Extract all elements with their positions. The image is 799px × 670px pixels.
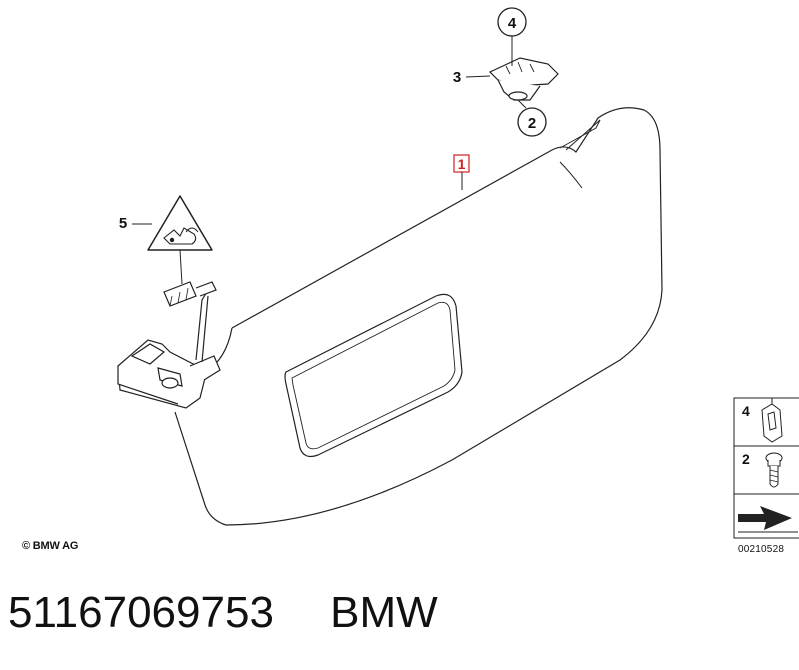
visor-hinge-mount: [117, 289, 221, 409]
callout-2: 2: [517, 99, 547, 137]
copyright-text: © BMW AG: [22, 540, 79, 552]
callout-1: 1: [453, 154, 470, 190]
diagram-id: 00210528: [738, 544, 785, 555]
callout-5-label: 5: [119, 215, 127, 232]
clip-icon: [761, 398, 783, 443]
sun-visor: [174, 107, 663, 526]
warning-triangle-icon: [147, 195, 213, 285]
brand-name: BMW: [330, 588, 438, 637]
cable-connector: [163, 281, 217, 307]
screw-icon: [765, 452, 783, 488]
callout-4-label: 4: [508, 15, 517, 32]
callout-1-label: 1: [458, 156, 466, 172]
legend-item-2-label: 2: [742, 451, 750, 467]
callout-5: 5: [119, 215, 152, 232]
callout-3-label: 3: [453, 69, 461, 86]
parts-legend: 4 2: [733, 397, 799, 539]
legend-item-4-label: 4: [742, 403, 750, 419]
callout-2-label: 2: [528, 115, 536, 132]
visor-bracket: [488, 57, 559, 101]
part-number: 51167069753: [8, 588, 274, 637]
footer: 51167069753 BMW: [8, 585, 438, 641]
callout-4: 4: [497, 7, 527, 66]
callout-3: 3: [453, 69, 491, 86]
orientation-arrow-icon: [738, 506, 798, 533]
